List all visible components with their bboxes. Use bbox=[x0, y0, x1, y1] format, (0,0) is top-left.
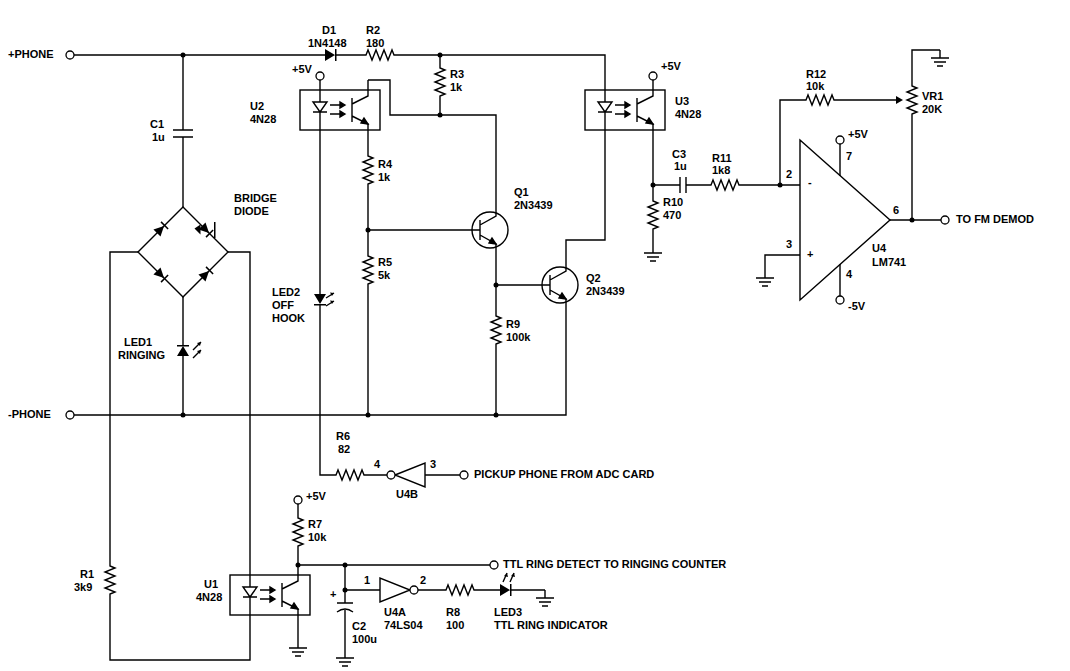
schematic-label: +5V bbox=[306, 490, 326, 503]
schematic-label: U3 bbox=[675, 95, 689, 108]
schematic-label: 6 bbox=[893, 204, 899, 217]
schematic-label: VR1 bbox=[922, 90, 943, 103]
schematic-label: 1k bbox=[378, 171, 390, 184]
schematic-label: +5V bbox=[292, 63, 312, 76]
schematic-label: TO FM DEMOD bbox=[956, 213, 1034, 226]
schematic-label: 100 bbox=[446, 619, 464, 632]
terminals bbox=[66, 51, 949, 594]
wires bbox=[74, 50, 949, 666]
schematic-label: Q2 bbox=[586, 272, 601, 285]
schematic-label: +5V bbox=[661, 60, 681, 73]
schematic-label: 4 bbox=[374, 458, 380, 471]
schematic-label: -PHONE bbox=[8, 408, 51, 421]
schematic-label: R8 bbox=[446, 606, 460, 619]
schematic-label: 4 bbox=[846, 268, 852, 281]
schematic-label: 20K bbox=[922, 103, 942, 116]
schematic-label: 4N28 bbox=[250, 113, 276, 126]
schematic-label: BRIDGE DIODE bbox=[234, 192, 286, 218]
schematic-label: R1 bbox=[80, 568, 94, 581]
schematic-label: R12 bbox=[806, 68, 826, 81]
schematic-label: LM741 bbox=[872, 256, 906, 269]
schematic-label: 7 bbox=[846, 150, 852, 163]
schematic-label: - bbox=[808, 176, 812, 189]
schematic-label: D1 bbox=[322, 24, 336, 37]
junction-dots bbox=[181, 53, 915, 593]
schematic-label: 2N3439 bbox=[514, 199, 553, 212]
schematic-label: R3 bbox=[450, 68, 464, 81]
schematic-label: 74LS04 bbox=[384, 619, 423, 632]
schematic-label: R11 bbox=[712, 152, 732, 165]
schematic-label: C2 bbox=[352, 620, 366, 633]
schematic-label: C1 bbox=[150, 118, 164, 131]
schematic-label: 10k bbox=[806, 80, 824, 93]
schematic-label: 4N28 bbox=[196, 591, 222, 604]
schematic-label: R2 bbox=[366, 24, 380, 37]
schematic-label: 10k bbox=[308, 531, 326, 544]
schematic-label: 4N28 bbox=[675, 108, 701, 121]
schematic-label: 5k bbox=[378, 269, 390, 282]
schematic-label: 470 bbox=[663, 209, 681, 222]
schematic-label: 1k8 bbox=[712, 164, 730, 177]
schematic-label: 2N3439 bbox=[586, 285, 625, 298]
schematic-label: R5 bbox=[378, 256, 392, 269]
schematic-label: U4B bbox=[396, 488, 418, 501]
schematic-label: R7 bbox=[308, 518, 322, 531]
symbol-fills bbox=[177, 49, 903, 596]
schematic-label: 2 bbox=[420, 574, 426, 587]
schematic-label: C3 bbox=[672, 148, 686, 161]
schematic-label: 2 bbox=[786, 168, 792, 181]
schematic-label: LED1 bbox=[124, 336, 152, 349]
schematic-label: PICKUP PHONE FROM ADC CARD bbox=[474, 468, 654, 481]
schematic-label: 3k9 bbox=[74, 581, 92, 594]
schematic-label: TTL RING INDICATOR bbox=[494, 619, 608, 632]
schematic-label: R10 bbox=[663, 196, 683, 209]
schematic-label: R6 bbox=[336, 430, 350, 443]
schematic-label: -5V bbox=[848, 300, 865, 313]
schematic-label: R9 bbox=[506, 318, 520, 331]
schematic-label: 3 bbox=[430, 458, 436, 471]
schematic-label: 180 bbox=[366, 37, 384, 50]
schematic-label: 82 bbox=[338, 443, 350, 456]
bridge-diodes bbox=[153, 221, 213, 282]
schematic-label: 100u bbox=[352, 633, 377, 646]
schematic-label: 1 bbox=[364, 574, 370, 587]
schematic-label: + bbox=[330, 588, 336, 601]
schematic-label: TTL RING DETECT TO RINGING COUNTER bbox=[503, 558, 726, 571]
schematic-label: R4 bbox=[378, 158, 392, 171]
schematic-label: Q1 bbox=[514, 186, 529, 199]
schematic-label: 100k bbox=[506, 331, 530, 344]
schematic-label: U4 bbox=[872, 242, 886, 255]
schematic-label: U2 bbox=[250, 100, 264, 113]
schematic-label: LED3 bbox=[494, 606, 522, 619]
schematic-label: +PHONE bbox=[8, 48, 54, 61]
schematic-label: +5V bbox=[848, 128, 868, 141]
schematic-label: 3 bbox=[786, 238, 792, 251]
schematic-label: 1u bbox=[674, 160, 687, 173]
schematic-label: LED2 bbox=[272, 286, 300, 299]
schematic-label: 1N4148 bbox=[308, 37, 347, 50]
schematic-label: 1u bbox=[152, 131, 165, 144]
schematic-label: U4A bbox=[384, 606, 406, 619]
schematic-label: U1 bbox=[204, 578, 218, 591]
schematic-label: 1k bbox=[450, 81, 462, 94]
schematic-label: OFF HOOK bbox=[272, 299, 310, 325]
schematic-label: + bbox=[807, 248, 813, 261]
schematic-label: RINGING bbox=[118, 349, 165, 362]
